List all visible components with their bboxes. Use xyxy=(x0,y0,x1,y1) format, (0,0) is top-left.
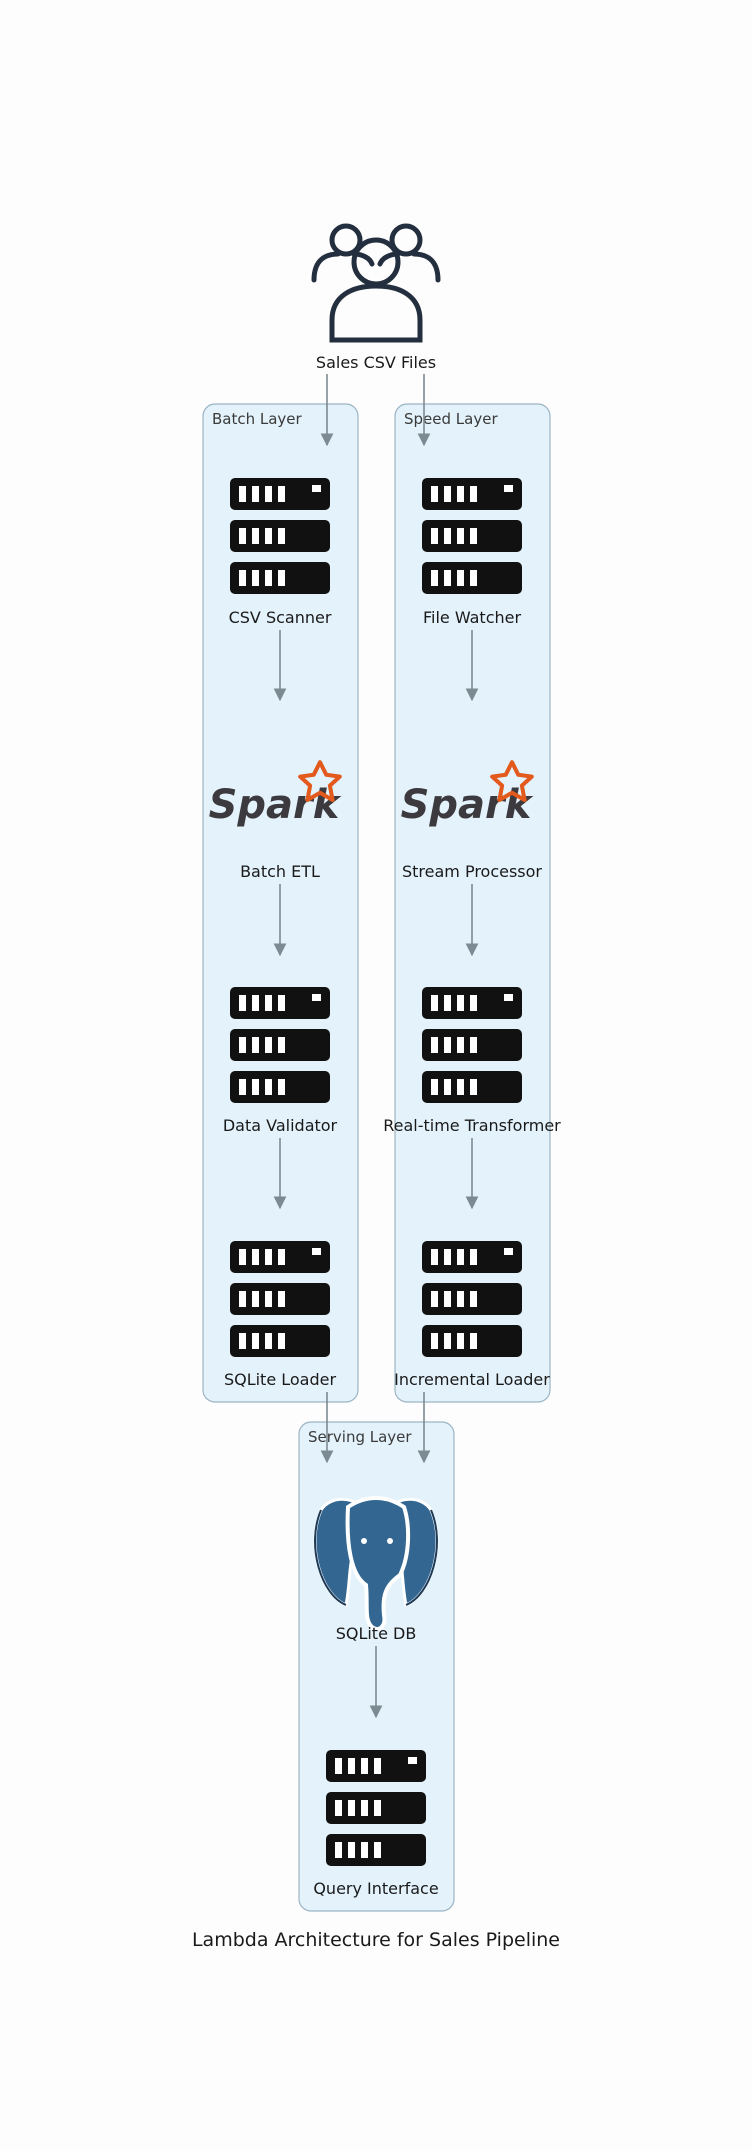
node-csv-scanner: CSV Scanner xyxy=(229,478,332,627)
serving-layer-label: Serving Layer xyxy=(308,1428,412,1446)
server-icon xyxy=(230,478,330,594)
node-label: Incremental Loader xyxy=(394,1370,550,1389)
node-incremental-loader: Incremental Loader xyxy=(394,1241,550,1389)
server-icon xyxy=(422,478,522,594)
node-label: Query Interface xyxy=(313,1879,438,1898)
server-icon xyxy=(422,987,522,1103)
node-realtime-transformer: Real-time Transformer xyxy=(383,987,561,1135)
node-query-interface: Query Interface xyxy=(313,1750,439,1898)
node-label: SQLite DB xyxy=(336,1624,417,1643)
node-file-watcher: File Watcher xyxy=(422,478,522,627)
node-label: Real-time Transformer xyxy=(383,1116,561,1135)
server-icon xyxy=(230,987,330,1103)
node-label: CSV Scanner xyxy=(229,608,332,627)
node-label: SQLite Loader xyxy=(224,1370,337,1389)
node-sales-csv-files: Sales CSV Files xyxy=(314,226,438,372)
node-label: Batch ETL xyxy=(240,862,320,881)
node-label: Stream Processor xyxy=(402,862,542,881)
diagram-title: Lambda Architecture for Sales Pipeline xyxy=(192,1929,560,1951)
node-label: Data Validator xyxy=(223,1116,338,1135)
server-icon xyxy=(422,1241,522,1357)
users-icon xyxy=(314,226,438,340)
server-icon xyxy=(230,1241,330,1357)
speed-layer-label: Speed Layer xyxy=(404,410,498,428)
node-data-validator: Data Validator xyxy=(223,987,338,1135)
node-stream-processor: Spark Stream Processor xyxy=(401,762,542,881)
batch-layer-label: Batch Layer xyxy=(212,410,303,428)
spark-logo-text: Spark xyxy=(401,782,534,828)
node-batch-etl: Spark Batch ETL xyxy=(209,762,342,881)
node-label: File Watcher xyxy=(423,608,522,627)
server-icon xyxy=(326,1750,426,1866)
edges xyxy=(273,374,479,1719)
node-sqlite-db: SQLite DB xyxy=(313,1496,439,1643)
node-label: Sales CSV Files xyxy=(316,353,436,372)
node-sqlite-loader: SQLite Loader xyxy=(224,1241,337,1389)
spark-logo-text: Spark xyxy=(209,782,342,828)
